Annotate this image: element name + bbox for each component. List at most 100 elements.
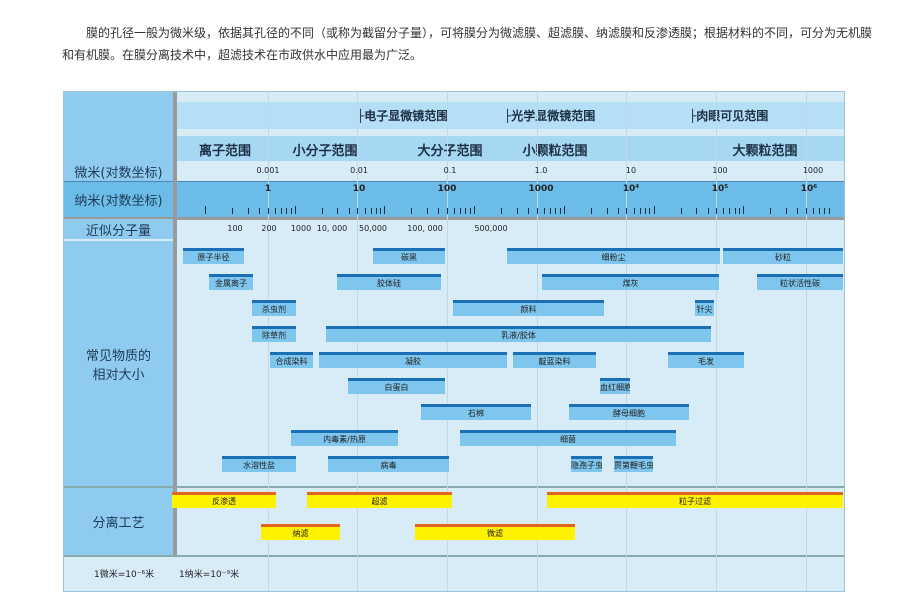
- axis-tick: [723, 208, 725, 214]
- mw-tick-label: 200: [261, 224, 277, 233]
- axis-tick: [247, 208, 249, 214]
- micron-tick-label: 0.01: [350, 166, 368, 175]
- substance-bar: 细粉尘: [507, 248, 720, 264]
- micron-tick-label: 0.1: [443, 166, 457, 175]
- substance-bar: 凝胶: [319, 352, 507, 368]
- axis-tick: [380, 208, 382, 214]
- axis-tick: [606, 208, 608, 214]
- axis-tick: [290, 208, 292, 214]
- axis-tick: [384, 206, 386, 214]
- axis-tick: [770, 208, 772, 214]
- axis-tick: [205, 206, 206, 214]
- micron-tick-label: 1.0: [534, 166, 548, 175]
- process-bar: 微滤: [415, 524, 575, 540]
- process-bar: 反渗透: [172, 492, 276, 508]
- axis-tick: [357, 208, 359, 214]
- axis-tick: [232, 208, 233, 214]
- substance-bar: 靛蓝染料: [513, 352, 596, 368]
- micron-tick-label: 10: [625, 166, 637, 175]
- axis-tick: [536, 208, 538, 214]
- mw-tick-label: 500,000: [474, 224, 508, 233]
- filtration-spectrum-diagram: 微米(对数坐标) 纳米(对数坐标) 近似分子量 常见物质的相对大小 分离工艺 ├…: [63, 91, 845, 592]
- row-label-sep: 分离工艺: [64, 488, 173, 555]
- axis-tick: [653, 206, 655, 214]
- grid-line: [806, 92, 807, 591]
- range-macromolecule: 大分子范围: [417, 144, 483, 159]
- axis-tick: [828, 208, 830, 214]
- axis-tick: [805, 208, 807, 214]
- substance-bar: 颜料: [453, 300, 604, 316]
- axis-tick: [739, 208, 741, 214]
- row-label-mw: 近似分子量: [64, 219, 173, 239]
- axis-tick: [549, 208, 551, 214]
- axis-tick: [501, 208, 503, 214]
- axis-tick: [626, 208, 628, 214]
- substance-bar: 酵母细胞: [569, 404, 689, 420]
- nano-tick-label: 100: [437, 184, 457, 194]
- axis-tick: [743, 206, 745, 214]
- axis-tick: [474, 206, 476, 214]
- axis-tick: [321, 208, 323, 214]
- axis-tick: [696, 208, 698, 214]
- substance-bar: 内毒素/热原: [291, 430, 398, 446]
- mw-tick-label: 100: [227, 224, 243, 233]
- grid-line: [716, 92, 717, 591]
- nano-tick-label: 1: [264, 184, 272, 194]
- axis-tick: [824, 208, 826, 214]
- micron-tick-label: 100: [712, 166, 728, 175]
- axis-tick: [563, 206, 565, 214]
- substance-bar: 金属离子: [209, 274, 253, 290]
- process-bar: 纳滤: [261, 524, 340, 540]
- axis-tick: [427, 208, 429, 214]
- footer-nano: 1纳米=10⁻⁹米: [179, 570, 240, 580]
- axis-tick: [465, 208, 467, 214]
- range-large-particle: 大颗粒范围: [732, 144, 798, 159]
- nano-tick-label: 10⁵: [711, 184, 729, 194]
- substance-bar: 原子半径: [183, 248, 244, 264]
- micron-tick-label: 1000: [802, 166, 824, 175]
- substance-bar: 隐孢子虫: [571, 456, 602, 472]
- substance-bar: 合成染料: [270, 352, 313, 368]
- footer-micron: 1微米=10⁻⁶米: [94, 570, 155, 580]
- substance-bar: 石棉: [421, 404, 531, 420]
- axis-tick: [454, 208, 456, 214]
- mw-tick-label: 1000: [290, 224, 312, 233]
- axis-tick: [469, 208, 471, 214]
- row-label-nano: 纳米(对数坐标): [64, 182, 173, 216]
- nano-tick-label: 10: [352, 184, 366, 194]
- axis-tick: [644, 208, 646, 214]
- visible-range: ├肉眼可见范围: [689, 109, 769, 123]
- nano-tick-label: 10⁴: [622, 184, 640, 194]
- substance-bar: 病毒: [328, 456, 449, 472]
- axis-tick: [797, 208, 799, 214]
- axis-tick: [813, 208, 814, 214]
- axis-tick: [267, 208, 269, 214]
- axis-tick: [294, 206, 296, 214]
- micron-tick-label: 0.001: [256, 166, 280, 175]
- axis-tick: [259, 208, 260, 214]
- axis-tick: [590, 208, 592, 214]
- axis-tick: [438, 208, 440, 214]
- substance-bar: 白蛋白: [348, 378, 445, 394]
- substance-bar: 乳液/胶体: [326, 326, 711, 342]
- substance-bar: 除草剂: [252, 326, 296, 342]
- axis-tick: [680, 208, 682, 214]
- axis-tick: [516, 208, 518, 214]
- row-label-micron: 微米(对数坐标): [64, 161, 173, 181]
- intro-paragraph: 膜的孔径一般为微米级，依据其孔径的不同（或称为截留分子量），可将膜分为微滤膜、超…: [62, 26, 873, 62]
- substance-bar: 煤灰: [542, 274, 719, 290]
- range-small-molecule: 小分子范围: [292, 144, 358, 159]
- substance-bar: 砂粒: [723, 248, 843, 264]
- axis-tick: [785, 208, 787, 214]
- axis-tick: [528, 208, 530, 214]
- axis-tick: [348, 208, 350, 214]
- axis-tick: [819, 208, 820, 214]
- nano-tick-label: 1000: [528, 184, 554, 194]
- axis-tick: [460, 208, 462, 214]
- axis-tick: [555, 208, 557, 214]
- range-ion: 离子范围: [198, 144, 252, 159]
- substance-bar: 毛发: [668, 352, 744, 368]
- axis-tick: [364, 208, 366, 214]
- substance-bar: 碳黑: [373, 248, 445, 264]
- axis-tick: [543, 208, 545, 214]
